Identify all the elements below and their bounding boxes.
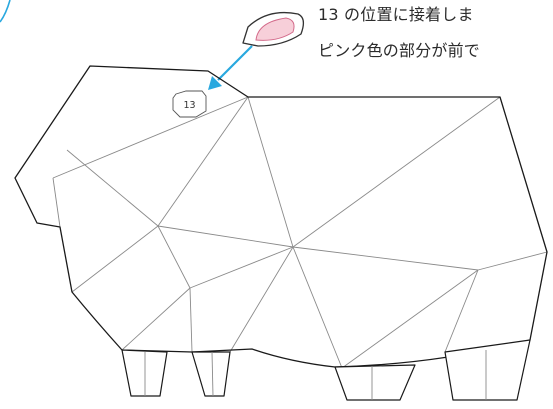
placement-arrow (208, 45, 253, 90)
leg-back-right (444, 339, 531, 401)
leg-fold-lines (144, 350, 487, 400)
ear-part (242, 11, 305, 47)
corner-guide-line (0, 0, 11, 23)
leg-back-left (334, 364, 416, 401)
leg-front-right (191, 351, 231, 397)
marker-label: 13 (183, 100, 195, 111)
sheep-body-outline (14, 65, 548, 368)
fold-lines (52, 96, 548, 369)
legs (121, 339, 531, 401)
ear-inner-icon (255, 17, 295, 41)
leg-front-left (121, 349, 168, 397)
position-marker-13: 13 (172, 90, 207, 118)
instruction-line-1: 13 の位置に接着しま (318, 5, 474, 24)
instruction-line-2: ピンク色の部分が前で (318, 41, 481, 60)
